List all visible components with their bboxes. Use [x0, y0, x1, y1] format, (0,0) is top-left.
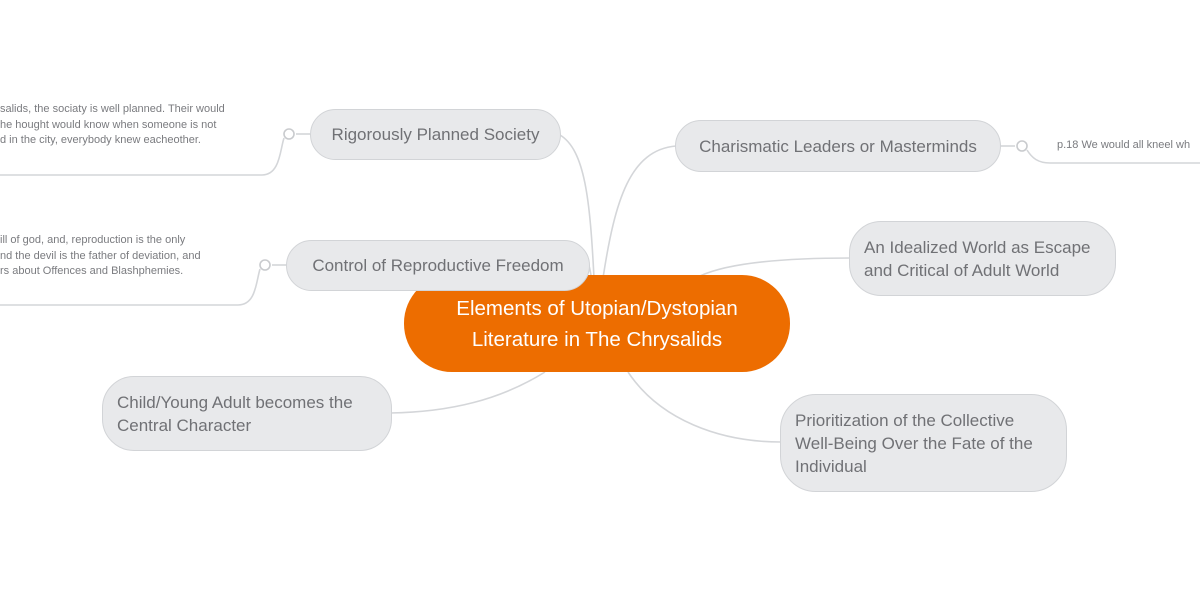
topic-label: Control of Reproductive Freedom [312, 256, 564, 275]
link-rigorously-planned-society [559, 134, 595, 279]
central-topic-label: Elements of Utopian/Dystopian Literature… [456, 296, 738, 351]
note-line: p.18 We would all kneel wh [1057, 139, 1191, 151]
topic-label: Child/Young Adult becomes the Central Ch… [117, 392, 353, 435]
link-note-charismatic-tail [1026, 149, 1200, 164]
note-line: salids, the sociaty is well planned. The… [0, 103, 225, 115]
topic-label: Charismatic Leaders or Masterminds [699, 136, 977, 156]
note-charismatic-leaders[interactable]: p.18 We would all kneel wh [1057, 138, 1190, 154]
central-topic[interactable]: Elements of Utopian/Dystopian Literature… [404, 275, 790, 372]
link-collective-well-being [627, 371, 782, 443]
topic-label: Prioritization of the Collective Well-Be… [795, 410, 1033, 476]
topic-label: Rigorously Planned Society [331, 125, 540, 144]
link-note-reproductive-tail [0, 268, 261, 306]
topic-collective-well-being[interactable]: Prioritization of the Collective Well-Be… [780, 394, 1067, 492]
collapse-toggle-charismatic[interactable] [1016, 140, 1028, 152]
note-line: he hought would know when someone is not [0, 118, 217, 131]
topic-idealized-world[interactable]: An Idealized World as Escape and Critica… [849, 221, 1116, 296]
topic-control-of-reproductive-freedom[interactable]: Control of Reproductive Freedom [286, 240, 590, 291]
note-line: ill of god, and, reproduction is the onl… [0, 234, 186, 246]
link-child-young-adult [389, 371, 546, 414]
topic-child-young-adult[interactable]: Child/Young Adult becomes the Central Ch… [102, 376, 392, 451]
note-rigorously-planned-society[interactable]: salids, the sociaty is well planned. The… [0, 102, 225, 149]
note-line: rs about Offences and Blashphemies. [0, 265, 184, 277]
topic-rigorously-planned-society[interactable]: Rigorously Planned Society [310, 109, 561, 160]
note-line: nd the devil is the father of deviation,… [0, 249, 201, 262]
topic-label: An Idealized World as Escape and Critica… [864, 237, 1091, 280]
collapse-toggle-rigorously-planned[interactable] [283, 128, 295, 140]
link-note-rigorously-planned-tail [0, 137, 285, 176]
note-control-of-reproductive-freedom[interactable]: ill of god, and, reproduction is the onl… [0, 233, 201, 280]
topic-charismatic-leaders[interactable]: Charismatic Leaders or Masterminds [675, 120, 1001, 172]
collapse-toggle-reproductive[interactable] [259, 259, 271, 271]
link-idealized-world [699, 257, 852, 277]
link-charismatic-leaders [602, 145, 677, 279]
note-line: d in the city, everybody knew eacheother… [0, 134, 201, 146]
